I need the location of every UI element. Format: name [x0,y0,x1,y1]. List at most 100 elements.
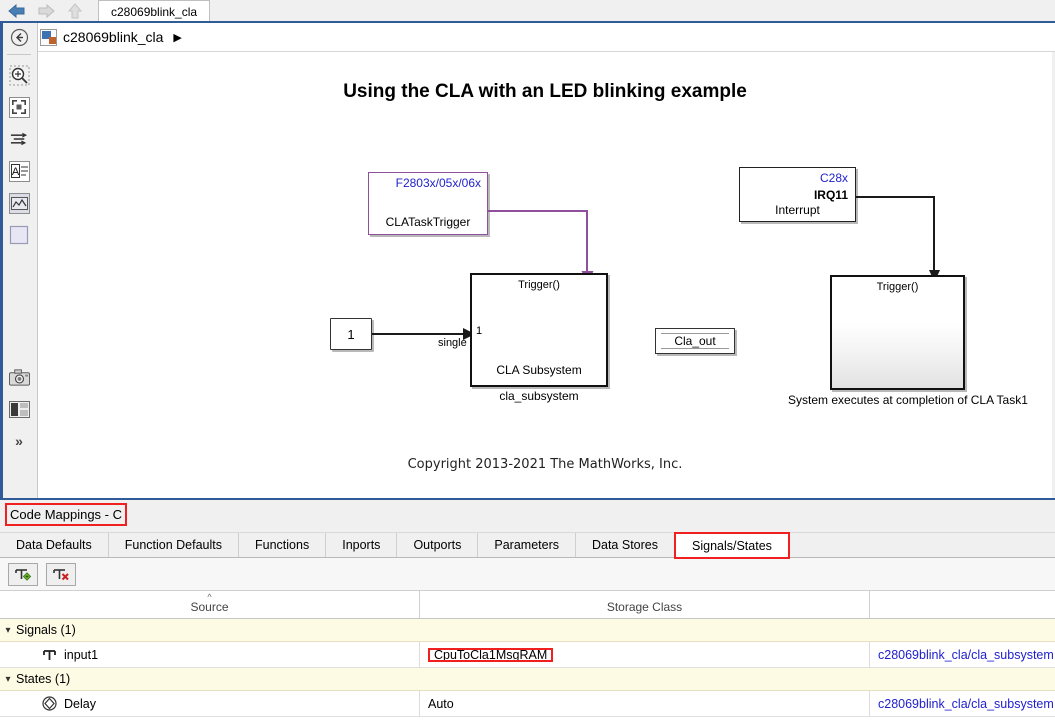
block-name-label: CLATaskTrigger [385,215,471,229]
simulink-model-icon [40,28,57,46]
toolbar-divider [6,54,31,55]
model-tab-label: c28069blink_cla [111,4,198,19]
code-mappings-title: Code Mappings - C [5,503,127,526]
tab-label: Parameters [494,538,559,552]
signal-type-label: single [438,337,467,349]
model-canvas[interactable]: Using the CLA with an LED blinking examp… [38,52,1052,500]
tab-label: Data Stores [591,538,658,552]
path-link[interactable]: c28069blink_cla/cla_subsystem [878,696,1054,711]
block-name-label: Interrupt [775,203,820,217]
cell-source: Delay [0,690,420,717]
chevron-down-icon[interactable]: ▾ [5,673,11,685]
sort-ascending-icon: ^ [207,592,212,602]
tab-function-defaults[interactable]: Function Defaults [108,533,240,557]
annotation-text-icon[interactable]: A [0,155,38,187]
signal-icon [42,647,57,662]
back-arrow-icon[interactable] [6,1,28,21]
code-mappings-tabs: Data Defaults Function Defaults Function… [0,532,1055,559]
copyright-annotation: Copyright 2013-2021 The MathWorks, Inc. [407,457,683,472]
table-row[interactable]: input1 CpuToCla1MsgRAM c28069blink_cla/c… [0,641,1055,668]
chevron-down-icon[interactable]: ▾ [5,624,11,636]
cla-out-label: Cla_out [674,334,716,348]
breadcrumb-separator-icon: ▶ [173,31,182,44]
column-header-label: Storage Class [606,600,683,614]
block-constant[interactable]: 1 [330,318,372,350]
block-cla-out[interactable]: Cla_out [655,328,735,354]
block-cla-subsystem[interactable]: Trigger() 1 CLA Subsystem [470,273,608,387]
tab-data-defaults[interactable]: Data Defaults [0,533,109,557]
table-group-row-states[interactable]: ▾ States (1) [0,668,1055,691]
source-label: Delay [64,696,96,711]
table-group-row-signals[interactable]: ▾ Signals (1) [0,619,1055,642]
breadcrumb-bar: c28069blink_cla ▶ [0,22,1055,52]
layout-panels-icon[interactable] [0,393,38,425]
storage-class-value: Auto [428,696,454,711]
group-label: Signals (1) [16,623,76,637]
block-cla-task-trigger[interactable]: F2803x/05x/06x CLATaskTrigger [368,172,488,235]
signals-states-table[interactable]: ^ Source Storage Class ▾ Signals (1) [0,591,1055,726]
remove-signal-button[interactable] [46,562,76,586]
column-header-label: Source [190,600,229,614]
tab-signals-states[interactable]: Signals/States [674,532,790,559]
table-header-row: ^ Source Storage Class [0,591,1055,619]
more-tools-icon[interactable]: » [15,433,23,449]
block-c28x-interrupt[interactable]: C28x IRQ11 Interrupt [739,167,856,222]
tab-inports[interactable]: Inports [326,533,398,557]
tab-label: Inports [342,538,381,552]
tab-label: Signals/States [692,538,772,553]
column-header-source[interactable]: ^ Source [0,591,420,618]
trigger-wire-vertical [586,210,588,275]
diagram-title: Using the CLA with an LED blinking examp… [343,81,747,102]
constant-value-label: 1 [347,326,355,342]
cell-storage-class[interactable]: Auto [420,690,870,717]
state-icon [42,696,57,711]
up-arrow-icon[interactable] [64,1,86,21]
window-tabstrip: c28069blink_cla [0,0,1055,22]
trigger-wire-horizontal [488,210,588,212]
code-mappings-titlebar: Code Mappings - C [0,500,1055,533]
subsystem-trigger-label: Trigger() [518,279,560,291]
input-signal-wire [372,333,466,335]
code-mappings-toolbar [0,558,1055,591]
tab-label: Function Defaults [124,538,223,552]
tab-outports[interactable]: Outports [397,533,479,557]
tab-parameters[interactable]: Parameters [478,533,576,557]
signal-routing-icon[interactable] [0,123,38,155]
block-task-subsystem[interactable]: Trigger() [830,275,965,390]
table-row[interactable]: Delay Auto c28069blink_cla/cla_subsystem [0,690,1055,717]
tab-data-stores[interactable]: Data Stores [575,533,675,557]
camera-snapshot-icon[interactable] [0,361,38,393]
breadcrumb-path-label[interactable]: c28069blink_cla [63,29,164,45]
scope-image-icon[interactable] [0,187,38,219]
navigation-buttons [6,1,86,21]
model-tab[interactable]: c28069blink_cla [98,0,211,22]
interrupt-wire-vertical [933,196,935,273]
cell-storage-class[interactable]: CpuToCla1MsgRAM [420,641,870,668]
column-header-storage-class[interactable]: Storage Class [420,591,870,618]
storage-class-value: CpuToCla1MsgRAM [428,647,554,662]
subsystem-title-label: CLA Subsystem [496,363,582,377]
canvas-left-toolbar: A [0,22,38,500]
forward-arrow-icon[interactable] [35,1,57,21]
tab-label: Functions [255,538,310,552]
interrupt-wire-horizontal [856,196,934,198]
fit-to-view-icon[interactable] [0,91,38,123]
subsystem-port-number: 1 [476,325,483,337]
path-link[interactable]: c28069blink_cla/cla_subsystem [878,647,1054,662]
area-block-icon[interactable] [0,219,38,251]
window-left-accent [0,22,3,500]
navigate-back-icon[interactable] [0,22,38,52]
cell-path[interactable]: c28069blink_cla/cla_subsystem [870,642,1055,668]
add-signal-button[interactable] [8,562,38,586]
block-header-label: F2803x/05x/06x [395,176,481,190]
column-header-path[interactable] [870,591,1055,618]
block-caption-cla-subsystem: cla_subsystem [499,389,579,403]
input-signal-arrowhead [463,328,475,340]
interrupt-port-label: IRQ11 [813,188,848,202]
cell-path[interactable]: c28069blink_cla/cla_subsystem [870,691,1055,717]
zoom-in-icon[interactable] [0,59,38,91]
tab-functions[interactable]: Functions [239,533,327,557]
cell-source: input1 [0,641,420,668]
window-top-accent [0,21,1055,23]
